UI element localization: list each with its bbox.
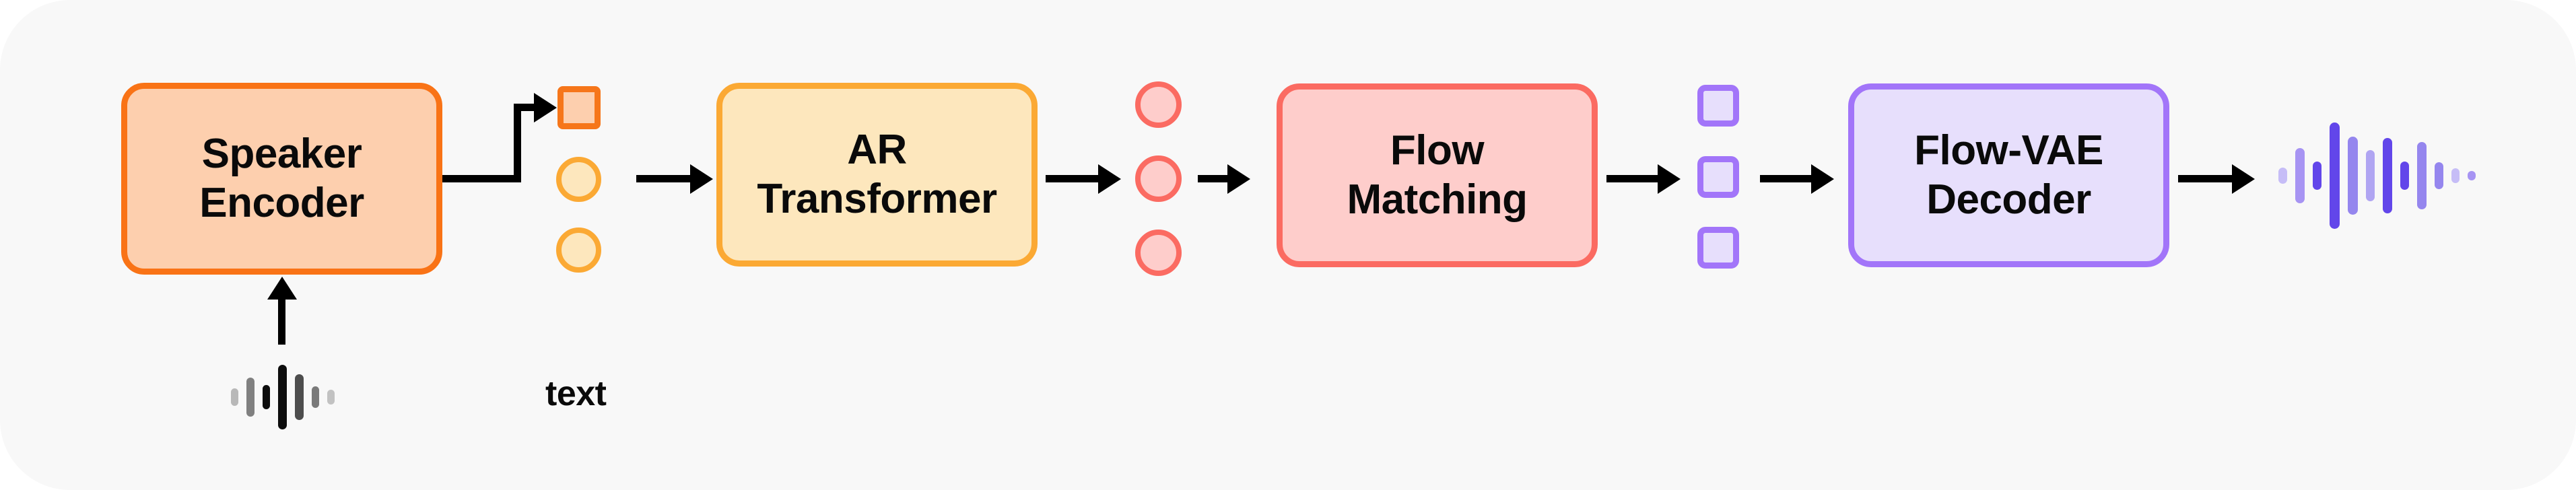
waveform-bar <box>263 385 270 409</box>
arrow-speaker-encoder-elbow-top <box>514 104 543 111</box>
waveform-bar <box>2365 149 2375 201</box>
arrow-speaker-encoder-elbow-riser <box>514 104 521 179</box>
arrow-latent-tokens-to-decoder-head <box>1811 164 1834 194</box>
speaker-token <box>557 86 601 129</box>
arrow-tokens-to-ar-transformer-head <box>690 164 713 194</box>
node-ar-transformer-label: AR Transformer <box>757 126 997 222</box>
node-flow-vae-decoder[interactable]: Flow-VAE Decoder <box>1848 83 2169 267</box>
node-speaker-encoder[interactable]: Speaker Encoder <box>121 83 442 275</box>
arrow-ar-transformer-to-acoustic-tokens-stem <box>1046 175 1101 182</box>
waveform-bar <box>295 374 304 420</box>
waveform-bar <box>2434 162 2443 189</box>
output-audio-waveform-icon <box>2276 120 2478 231</box>
arrow-decoder-to-output-audio-stem <box>2178 175 2235 182</box>
latent-token <box>1697 227 1739 269</box>
latent-token <box>1697 156 1739 198</box>
arrow-speaker-encoder-elbow-bottom <box>442 175 521 182</box>
node-flow-vae-decoder-label: Flow-VAE Decoder <box>1914 127 2103 223</box>
waveform-bar <box>2278 167 2287 184</box>
acoustic-token <box>1135 81 1182 128</box>
text-token <box>556 228 601 273</box>
arrow-acoustic-tokens-to-flow-matching-head <box>1227 164 1250 194</box>
arrow-tokens-to-ar-transformer-stem <box>636 175 693 182</box>
acoustic-token <box>1135 155 1182 202</box>
waveform-bar <box>231 388 238 406</box>
node-flow-matching[interactable]: Flow Matching <box>1277 83 1598 267</box>
arrow-decoder-to-output-audio-head <box>2232 164 2255 194</box>
waveform-bar <box>2467 170 2476 180</box>
waveform-bar <box>2382 137 2392 213</box>
arrow-latent-tokens-to-decoder-stem <box>1760 175 1814 182</box>
waveform-bar <box>2295 147 2305 203</box>
waveform-bar <box>327 390 335 405</box>
latent-token <box>1697 85 1739 127</box>
waveform-bar <box>2347 136 2358 215</box>
arrow-flow-matching-to-latent-tokens-head <box>1658 164 1681 194</box>
waveform-bar <box>278 365 287 429</box>
waveform-bar <box>312 386 319 408</box>
waveform-bar <box>2451 168 2460 183</box>
node-ar-transformer[interactable]: AR Transformer <box>716 83 1038 267</box>
arrow-audio-to-speaker-encoder-stem <box>278 296 285 345</box>
arrow-flow-matching-to-latent-tokens-stem <box>1606 175 1660 182</box>
arrow-ar-transformer-to-acoustic-tokens-head <box>1098 164 1121 194</box>
node-speaker-encoder-label: Speaker Encoder <box>199 130 364 226</box>
arrow-acoustic-tokens-to-flow-matching-stem <box>1198 175 1230 182</box>
waveform-bar <box>2329 122 2340 229</box>
node-flow-matching-label: Flow Matching <box>1347 127 1528 223</box>
text-tokens-caption: text <box>545 374 607 413</box>
waveform-bar <box>2400 161 2409 190</box>
waveform-bar <box>246 378 255 417</box>
text-token <box>556 157 601 202</box>
acoustic-token <box>1135 230 1182 276</box>
waveform-bar <box>2416 141 2427 209</box>
input-audio-waveform-icon <box>222 363 343 431</box>
arrow-speaker-encoder-to-token-head <box>534 93 557 123</box>
arrow-audio-to-speaker-encoder-head <box>267 277 297 300</box>
waveform-bar <box>2312 161 2321 190</box>
